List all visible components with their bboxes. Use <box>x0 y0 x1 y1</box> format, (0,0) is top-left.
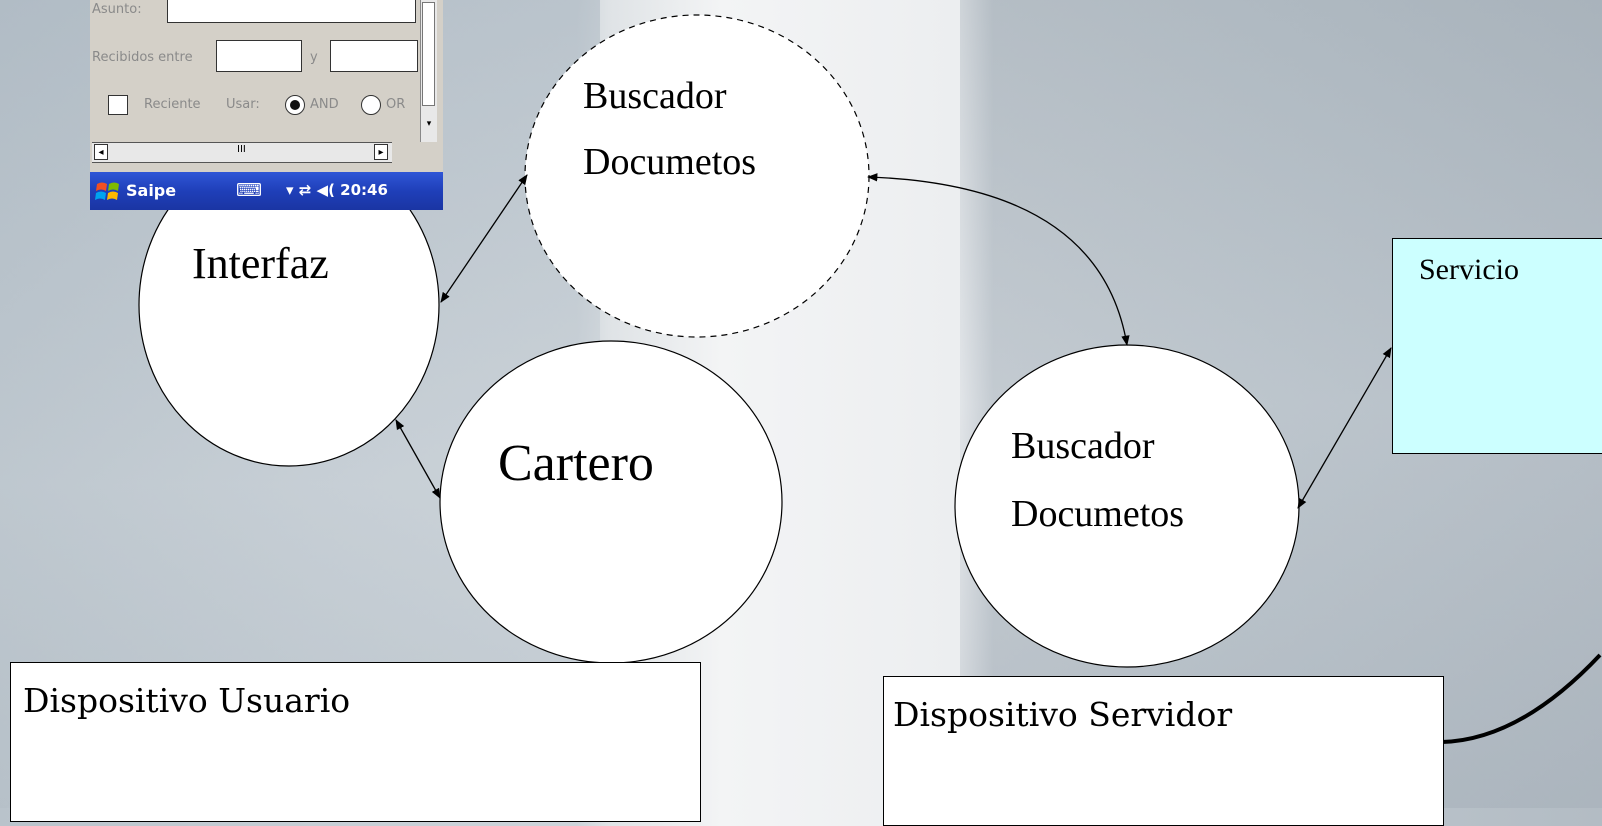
buscador-client-server-arrow <box>866 173 1130 347</box>
interfaz-cartero-arrow <box>395 419 441 499</box>
vertical-scroll-thumb[interactable] <box>422 2 435 106</box>
scroll-down-icon[interactable]: ▾ <box>426 119 432 129</box>
server-device-label: Dispositivo Servidor <box>893 695 1233 734</box>
scroll-right-icon[interactable]: ▸ <box>374 144 388 160</box>
and-option-label: AND <box>310 97 339 112</box>
taskbar-app-name[interactable]: Saipe <box>126 181 177 200</box>
received-from-input[interactable] <box>216 40 302 72</box>
horizontal-scrollbar[interactable]: ◂ III ▸ <box>92 142 392 163</box>
diagram-canvas <box>138 14 1602 744</box>
received-to-input[interactable] <box>330 40 418 72</box>
system-tray[interactable]: ▾ ⇄ ◀( 20:46 <box>286 181 388 199</box>
recent-label: Reciente <box>144 97 201 112</box>
pocket-pc-window: Asunto: Recibidos entre y Reciente Usar:… <box>90 0 443 210</box>
vertical-scrollbar[interactable]: ▾ <box>420 0 437 142</box>
buscador-server-label-line2: Documetos <box>1011 493 1185 535</box>
or-radio[interactable] <box>361 95 381 115</box>
received-between-label: Recibidos entre <box>92 50 193 65</box>
windows-flag-icon[interactable] <box>94 178 122 204</box>
buscador-client-label-line2: Documetos <box>583 141 757 183</box>
subject-label: Asunto: <box>92 2 142 17</box>
scroll-grip-icon: III <box>237 144 246 155</box>
server-device-box: Dispositivo Servidor <box>883 676 1444 826</box>
and-radio[interactable] <box>285 95 305 115</box>
user-device-label: Dispositivo Usuario <box>23 681 351 720</box>
and-connector-label: y <box>310 50 318 65</box>
buscador-server-label-line1: Buscador <box>1011 425 1155 467</box>
buscador-servicio-arrow <box>1297 347 1392 509</box>
server-network-curve <box>1441 653 1602 744</box>
interfaz-label: Interfaz <box>192 239 329 288</box>
use-label: Usar: <box>226 97 260 112</box>
keyboard-icon[interactable]: ⌨ <box>236 180 262 201</box>
servicio-label: Servicio <box>1419 253 1519 286</box>
scroll-left-icon[interactable]: ◂ <box>94 144 108 160</box>
search-form: Asunto: Recibidos entre y Reciente Usar:… <box>90 0 420 140</box>
taskbar: Saipe ⌨ ▾ ⇄ ◀( 20:46 <box>90 172 443 210</box>
buscador-client-label-line1: Buscador <box>583 75 727 117</box>
servicio-box: Servicio <box>1392 238 1602 454</box>
or-option-label: OR <box>386 97 406 112</box>
user-device-box: Dispositivo Usuario <box>10 662 701 822</box>
recent-checkbox[interactable] <box>108 95 128 115</box>
interfaz-buscador-arrow <box>440 174 528 303</box>
cartero-label: Cartero <box>498 435 654 492</box>
subject-input[interactable] <box>167 0 416 23</box>
cartero-node <box>439 340 783 664</box>
